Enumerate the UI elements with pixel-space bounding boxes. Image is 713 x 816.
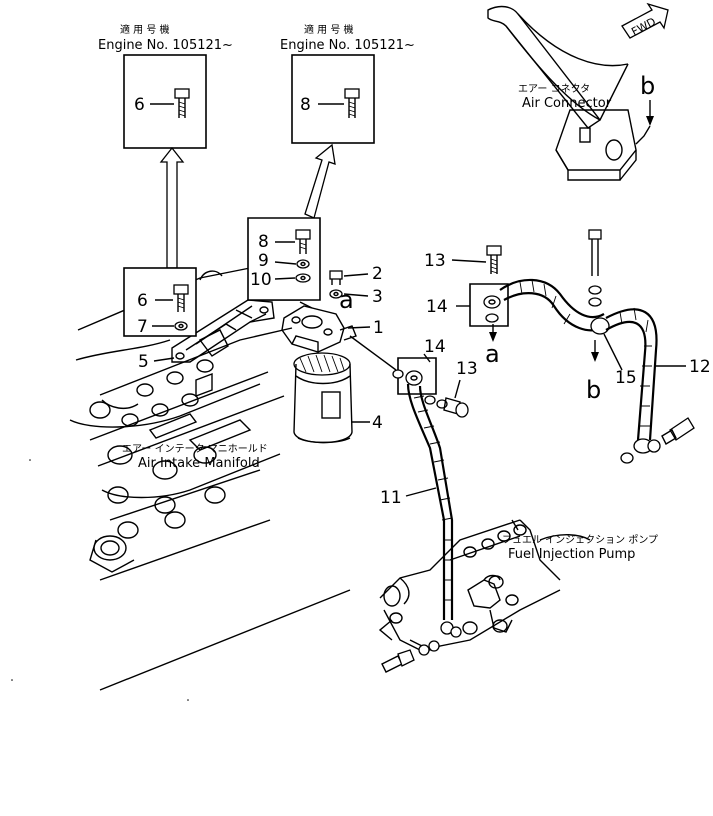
arrow-up-icon (304, 143, 336, 219)
fuel-injection-pump-en: Fuel Injection Pump (508, 547, 635, 562)
bolt-13-mid (443, 397, 469, 418)
inset-box-bolt-6-7: 6 7 (123, 267, 197, 337)
hose-12-drawing (605, 307, 661, 464)
banjo-fitting-icon (483, 295, 501, 323)
arrow-down-icon (591, 340, 599, 362)
hose-15-drawing (499, 278, 610, 335)
fuel-injection-pump-drawing (378, 519, 561, 651)
inset-box-bolt-8-9-10: 8 9 10 (247, 217, 321, 301)
washer-icon (174, 321, 188, 331)
callout-10: 10 (250, 270, 272, 290)
callout-14-mid: 14 (424, 337, 446, 357)
callout-13-mid: 13 (456, 359, 478, 379)
callout-15: 15 (615, 368, 637, 388)
callout-1: 1 (373, 318, 384, 338)
fwd-arrow-icon: FWD (621, 2, 669, 39)
callout-12: 12 (689, 357, 711, 377)
header-left-jp: 適 用 号 機 (120, 23, 170, 36)
fuel-filter-drawing (293, 352, 353, 444)
arrow-down-icon (635, 100, 654, 145)
filter-head-drawing (281, 301, 357, 353)
washer-icon (588, 285, 602, 295)
washer-icon (418, 644, 430, 656)
header-right-engine: Engine No. 105121~ (280, 38, 415, 53)
air-connector-en: Air Connector (522, 96, 612, 111)
bolt-13-top (486, 245, 502, 274)
bolt-icon (295, 229, 311, 254)
washer-icon (588, 297, 602, 307)
washer-icon (329, 289, 343, 299)
washer-icon (428, 640, 440, 652)
mark-b-top: b (640, 72, 655, 100)
air-connector-drawing (487, 5, 637, 181)
header-right-jp: 適 用 号 機 (304, 23, 354, 36)
bolt-pump-bottom (381, 649, 415, 673)
banjo-fitting-icon (392, 369, 423, 386)
bolt-icon (174, 88, 190, 118)
callout-11: 11 (380, 488, 402, 508)
washer-icon (296, 259, 310, 269)
callout-4: 4 (372, 413, 383, 433)
fuel-injection-pump-jp: フュエル インジェクション ポンプ (502, 534, 658, 546)
bolt-icon (173, 284, 189, 312)
callout-5: 5 (138, 352, 149, 372)
engine-block-drawing (69, 267, 351, 691)
callout-13-top: 13 (424, 251, 446, 271)
header-left-engine: Engine No. 105121~ (98, 38, 233, 53)
callout-9: 9 (258, 251, 269, 271)
arrow-down-icon (489, 324, 497, 342)
plug-icon (329, 270, 343, 285)
callout-7: 7 (137, 317, 148, 337)
callout-8-inset: 8 (300, 95, 311, 115)
callout-3: 3 (372, 287, 383, 307)
callout-6-inset: 6 (134, 95, 145, 115)
arrow-up-icon (159, 146, 185, 269)
mark-a-right: a (485, 340, 500, 368)
callout-14-top: 14 (426, 297, 448, 317)
air-connector-jp: エアー コネクタ (518, 83, 590, 95)
fwd-label: FWD (629, 15, 658, 39)
callout-2: 2 (372, 264, 383, 284)
inset-box-left: 6 (123, 54, 207, 149)
bolt-right-diagonal (661, 417, 695, 445)
bolt-icon (344, 88, 360, 118)
callout-6: 6 (137, 291, 148, 311)
mark-b-right: b (586, 376, 601, 404)
mark-a-head: a (339, 286, 354, 314)
callout-8: 8 (258, 232, 269, 252)
bolt-right-vertical (588, 229, 602, 276)
air-intake-manifold-en: Air Intake Manifold (138, 456, 260, 471)
washer-icon (295, 273, 311, 283)
air-intake-manifold-jp: エアー インテーク マニホールド (122, 443, 268, 455)
inset-box-right: 8 (291, 54, 375, 144)
washer-icon (424, 395, 436, 405)
hose-11-drawing (406, 383, 462, 638)
